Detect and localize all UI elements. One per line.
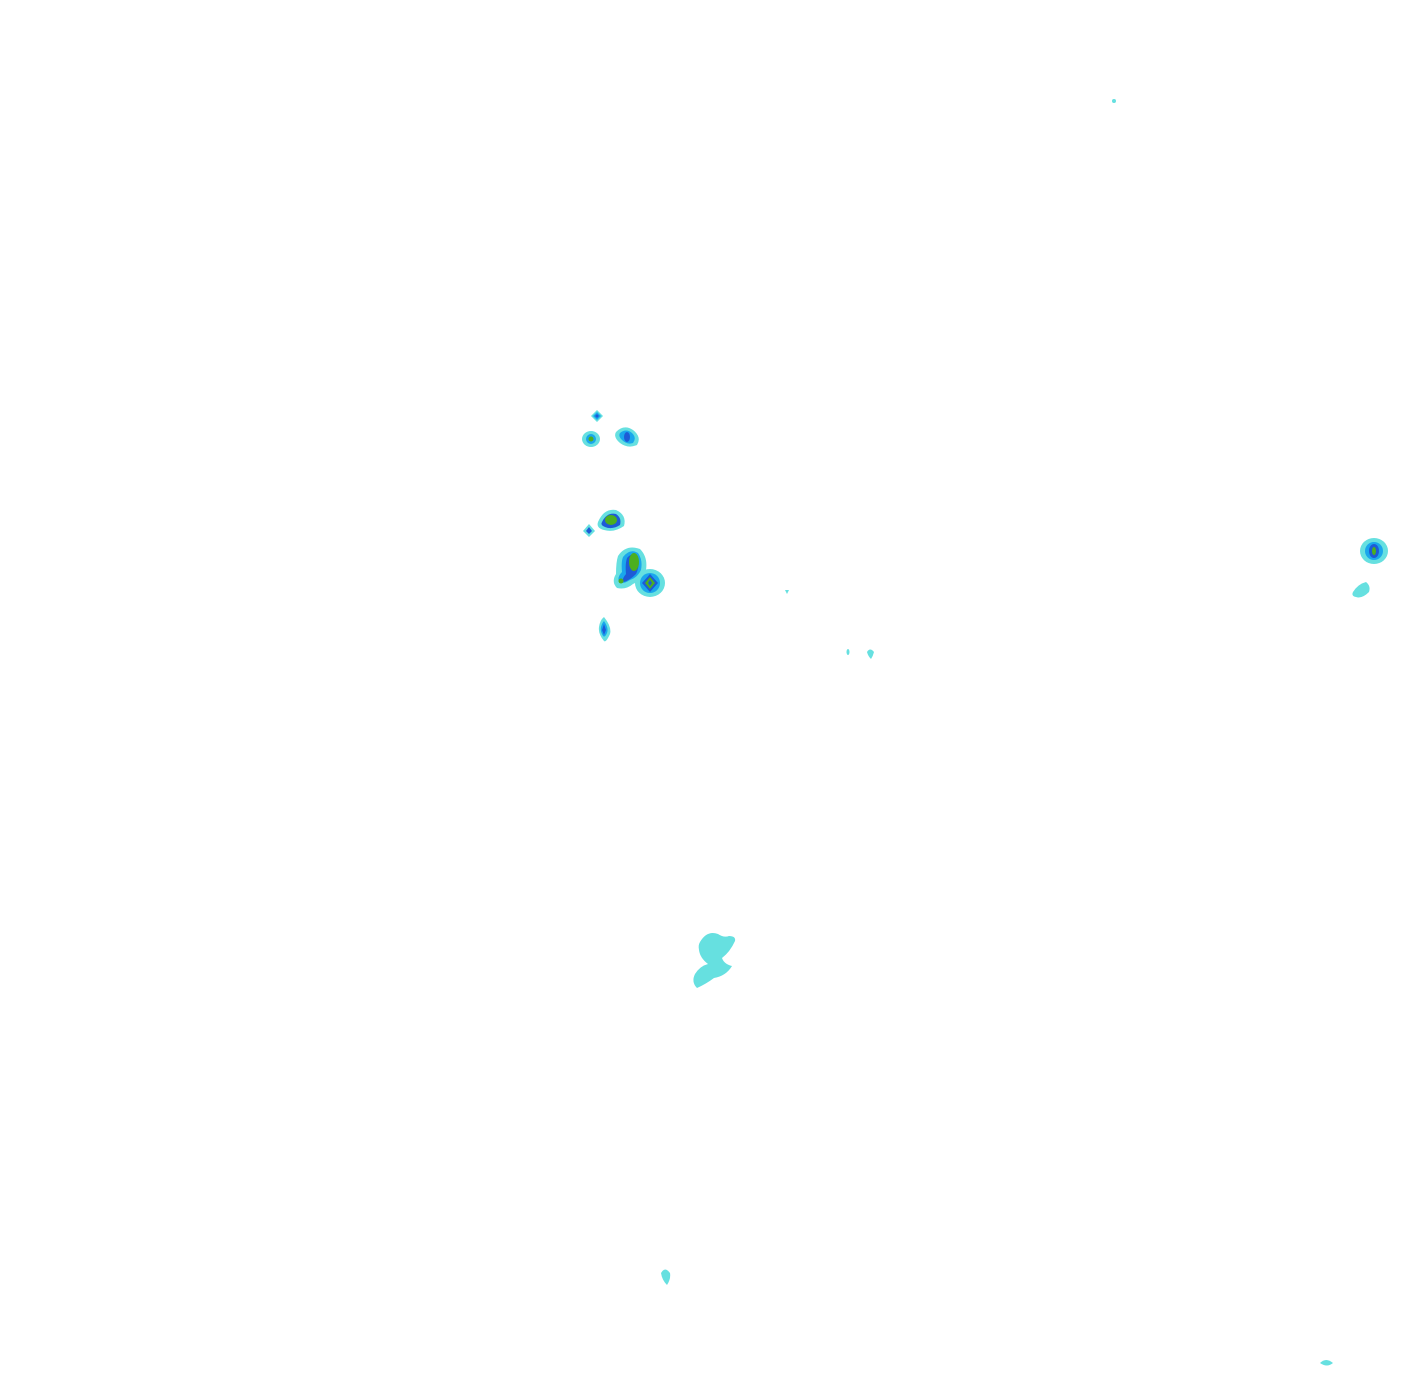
radar-cell bbox=[598, 617, 611, 642]
radar-cell bbox=[693, 933, 736, 988]
radar-cell bbox=[597, 509, 625, 531]
radar-cell bbox=[1320, 1360, 1333, 1366]
radar-cell bbox=[615, 427, 639, 447]
radar-cell bbox=[591, 410, 603, 422]
radar-cell bbox=[1112, 99, 1116, 103]
radar-cell bbox=[1360, 538, 1388, 564]
radar-cell bbox=[582, 431, 600, 447]
radar-cell bbox=[635, 569, 665, 597]
radar-cell bbox=[785, 590, 789, 594]
radar-cell bbox=[1352, 582, 1370, 598]
radar-cell bbox=[867, 649, 874, 659]
radar-cell bbox=[583, 524, 595, 537]
radar-cell bbox=[661, 1269, 671, 1285]
radar-cell bbox=[846, 649, 850, 655]
